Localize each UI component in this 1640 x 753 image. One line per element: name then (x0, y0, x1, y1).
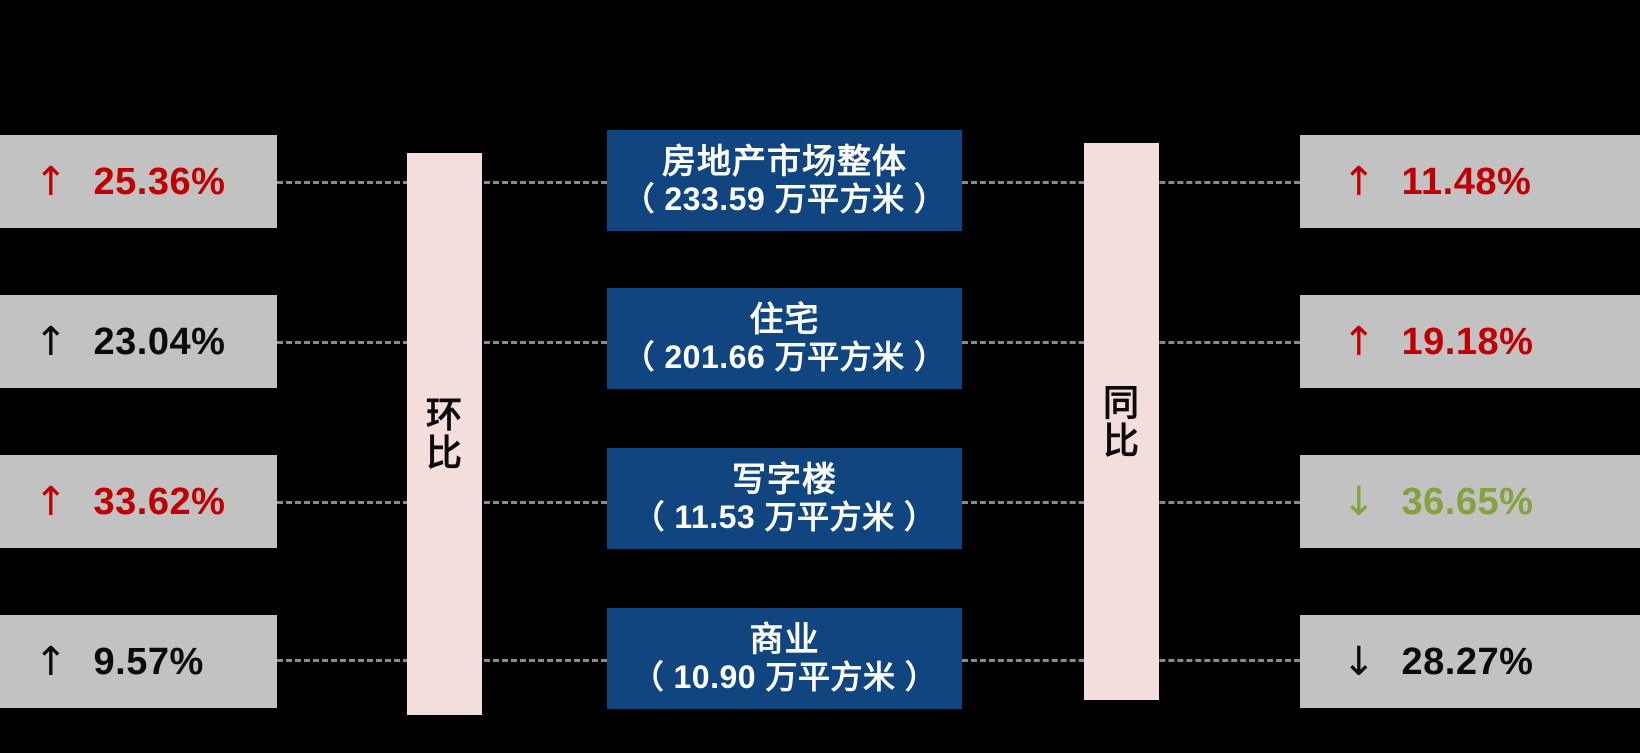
arrow-up-icon: ↑ (1342, 158, 1376, 205)
band-mom-label-char-1: 环 (425, 394, 463, 436)
arrow-up-icon: ↑ (1342, 318, 1376, 365)
band-mom-label-char-2: 比 (425, 432, 463, 473)
band-yoy-label-char-1: 同 (1102, 381, 1140, 423)
yoy-metric-row-1[interactable]: ↑ 19.18% (1300, 295, 1640, 388)
arrow-up-icon: ↑ (34, 158, 68, 205)
arrow-up-icon: ↑ (34, 638, 68, 685)
category-box-row-3[interactable]: 商业 （ 10.90 万平方米 ） (607, 608, 962, 709)
yoy-value-row-1: 19.18% (1401, 320, 1534, 363)
category-name-row-3: 商业 (749, 621, 820, 660)
mom-value-row-3: 9.57% (93, 640, 204, 683)
mom-metric-row-1[interactable]: ↑ 23.04% (0, 295, 277, 388)
category-area-row-3: （ 10.90 万平方米 ） (631, 659, 938, 696)
arrow-down-icon: ↓ (1342, 638, 1376, 685)
mom-metric-row-3[interactable]: ↑ 9.57% (0, 615, 277, 708)
yoy-value-row-2: 36.65% (1401, 480, 1534, 523)
category-box-row-0[interactable]: 房地产市场整体 （ 233.59 万平方米 ） (607, 130, 962, 231)
arrow-down-icon: ↓ (1342, 478, 1376, 525)
category-area-row-0: （ 233.59 万平方米 ） (622, 181, 947, 218)
band-yoy-label: 同 比 (1102, 381, 1140, 461)
category-box-row-2[interactable]: 写字楼 （ 11.53 万平方米 ） (607, 448, 962, 549)
mom-value-row-1: 23.04% (93, 320, 226, 363)
yoy-value-row-3: 28.27% (1401, 640, 1534, 683)
arrow-up-icon: ↑ (34, 318, 68, 365)
mom-metric-row-2[interactable]: ↑ 33.62% (0, 455, 277, 548)
band-yoy: 同 比 (1084, 143, 1159, 700)
category-name-row-0: 房地产市场整体 (662, 143, 907, 182)
category-name-row-1: 住宅 (749, 301, 820, 340)
yoy-metric-row-3[interactable]: ↓ 28.27% (1300, 615, 1640, 708)
yoy-metric-row-2[interactable]: ↓ 36.65% (1300, 455, 1640, 548)
category-box-row-1[interactable]: 住宅 （ 201.66 万平方米 ） (607, 288, 962, 389)
mom-value-row-0: 25.36% (93, 160, 226, 203)
arrow-up-icon: ↑ (34, 478, 68, 525)
band-mom: 环 比 (407, 153, 482, 715)
category-area-row-1: （ 201.66 万平方米 ） (622, 339, 947, 376)
band-mom-label: 环 比 (426, 396, 463, 472)
category-name-row-2: 写字楼 (732, 461, 837, 500)
yoy-metric-row-0[interactable]: ↑ 11.48% (1300, 135, 1640, 228)
category-area-row-2: （ 11.53 万平方米 ） (632, 499, 937, 536)
band-yoy-label-char-2: 比 (1102, 419, 1140, 461)
yoy-value-row-0: 11.48% (1401, 160, 1532, 203)
mom-metric-row-0[interactable]: ↑ 25.36% (0, 135, 277, 228)
mom-value-row-2: 33.62% (93, 480, 226, 523)
